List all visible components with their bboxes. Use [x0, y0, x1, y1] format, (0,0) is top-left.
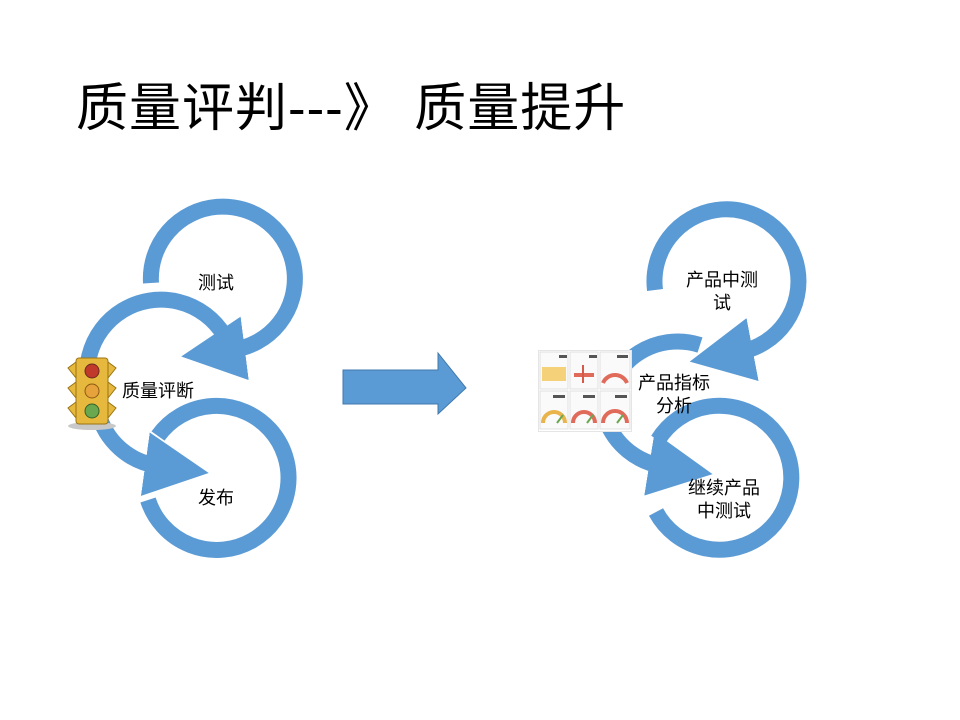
transition-arrow-icon	[342, 351, 467, 416]
ring-arrow-release	[140, 397, 297, 558]
slide-title: 质量评判---》 质量提升	[76, 79, 627, 139]
label-quality-judgement: 质量评断	[122, 381, 194, 402]
label-product-testing-line1: 产品中测	[686, 270, 758, 291]
label-continue-testing: 继续产品 中测试	[688, 477, 760, 523]
label-test: 测试	[198, 273, 234, 294]
label-continue-testing-line2: 中测试	[697, 501, 751, 522]
ring-arrow-test	[142, 198, 303, 381]
traffic-light-icon	[67, 357, 117, 430]
left-cycle	[79, 198, 303, 558]
ring-arrow-product-testing	[646, 201, 807, 381]
label-product-testing: 产品中测 试	[686, 269, 758, 315]
label-continue-testing-line1: 继续产品	[688, 478, 760, 499]
label-metric-analysis: 产品指标 分析	[638, 372, 710, 418]
label-metric-analysis-line1: 产品指标	[638, 373, 710, 394]
label-metric-analysis-line2: 分析	[656, 396, 692, 417]
label-product-testing-line2: 试	[713, 293, 731, 314]
dashboard-icon	[538, 350, 632, 432]
ring-arrow-continue-testing	[648, 397, 800, 558]
label-release: 发布	[198, 488, 234, 509]
